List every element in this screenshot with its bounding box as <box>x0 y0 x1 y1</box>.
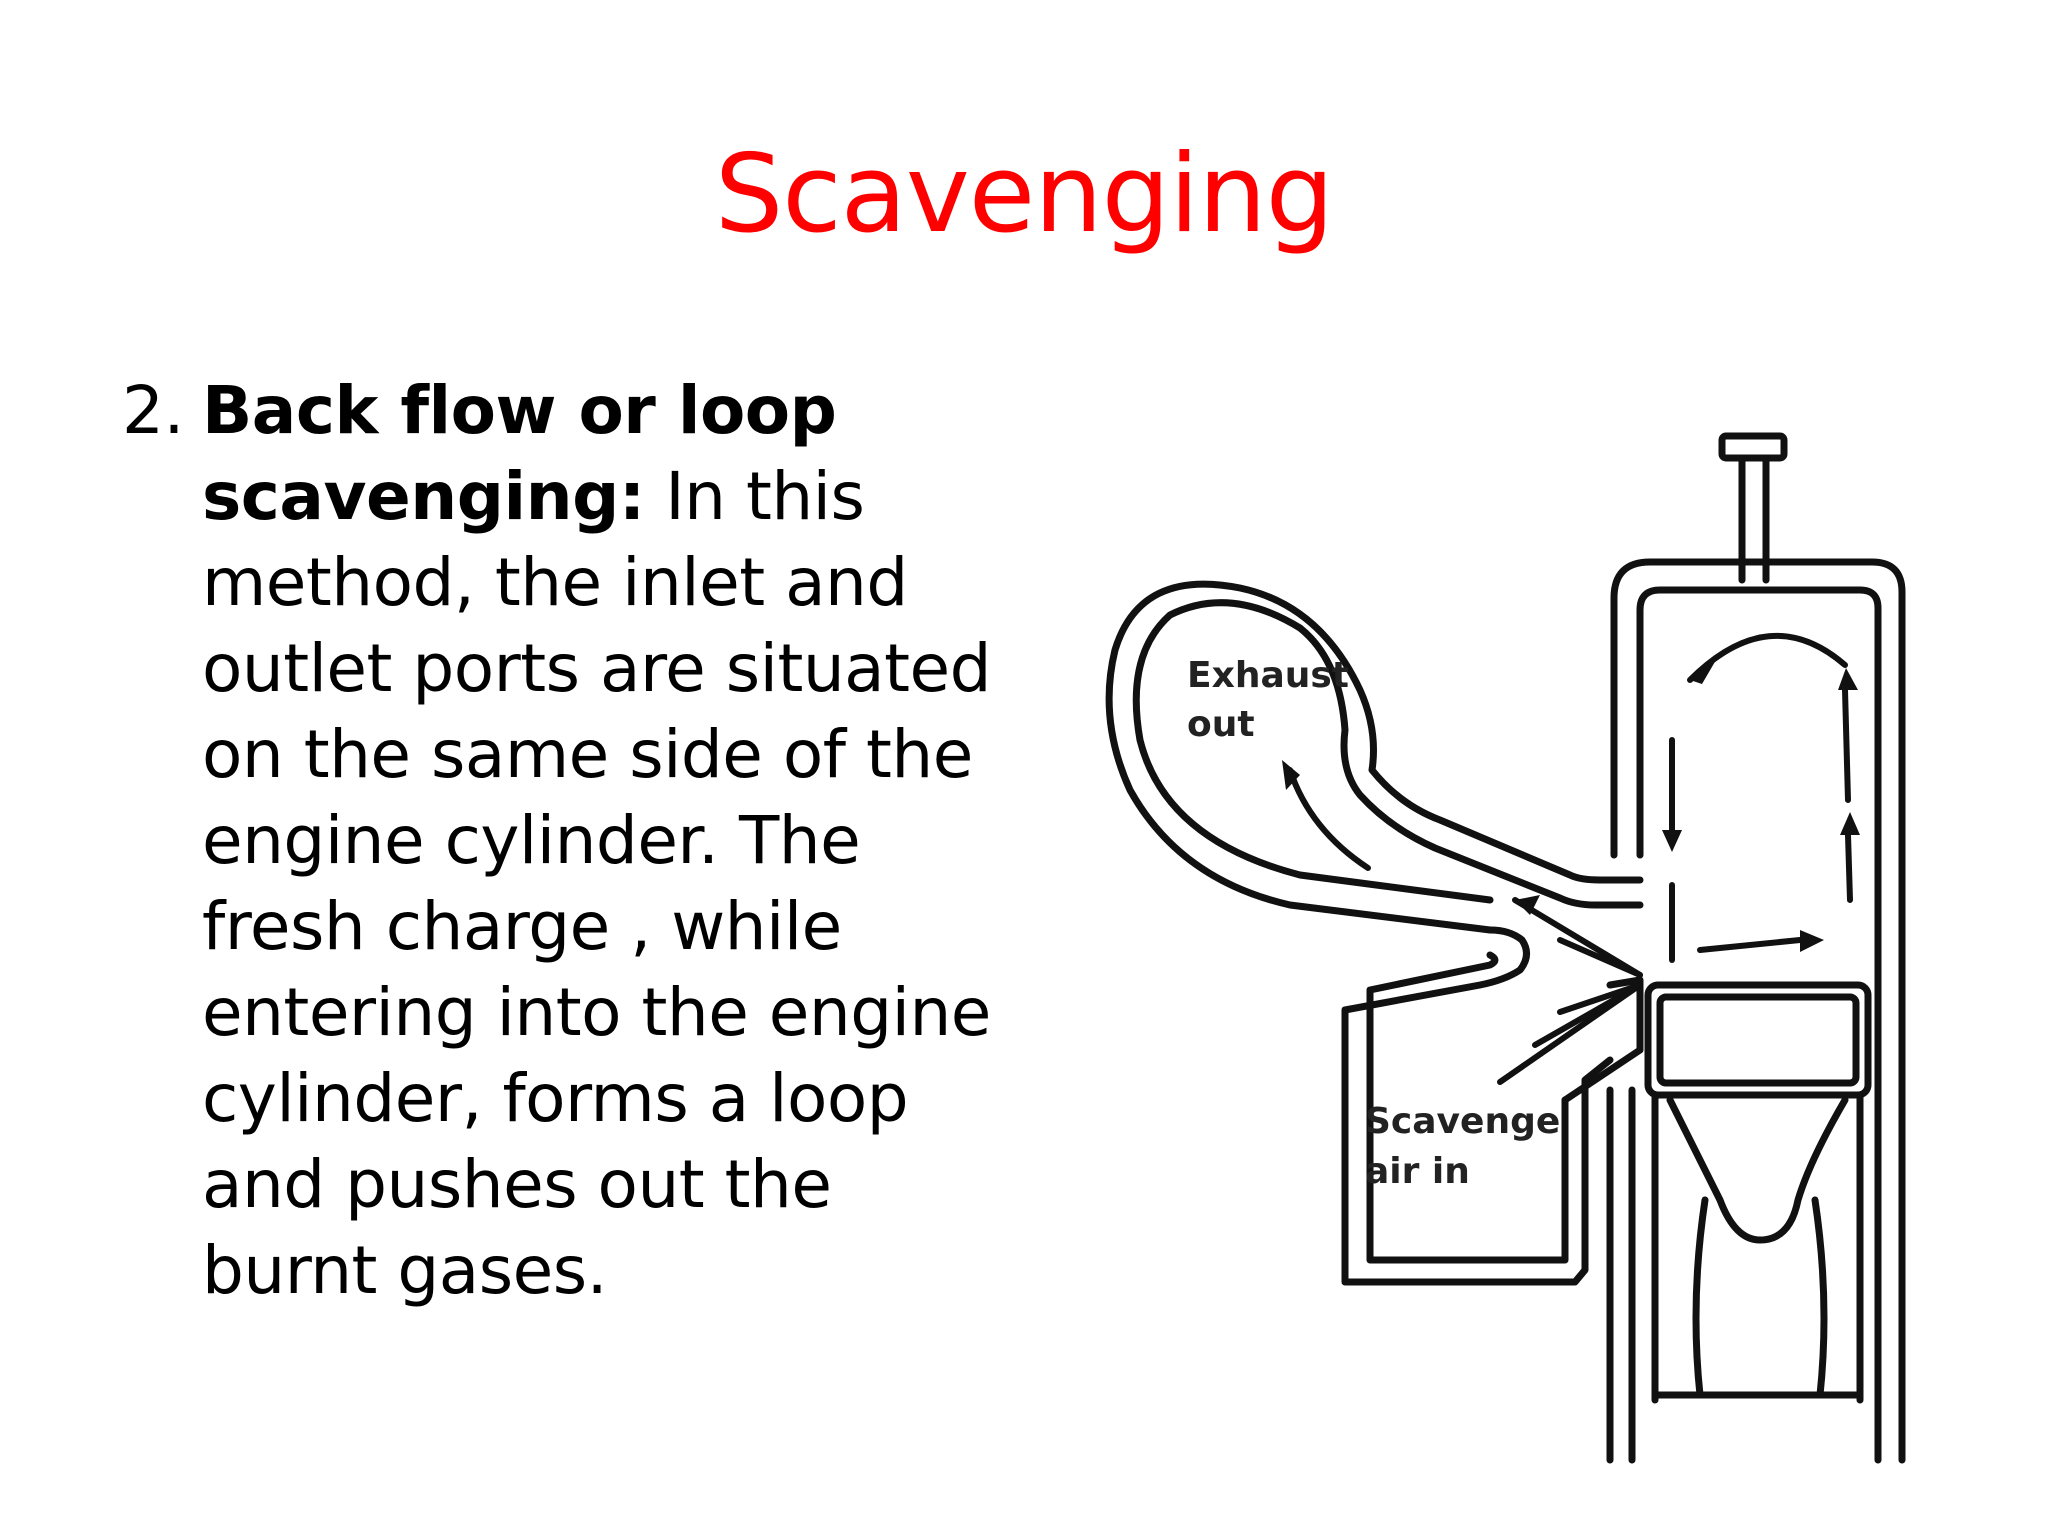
arrowhead-top-left <box>1690 660 1716 684</box>
flow-exhaust-out-curve <box>1287 767 1371 871</box>
slide-title: Scavenging <box>714 132 1335 257</box>
scavenge-label-line2: air in <box>1365 1151 1470 1192</box>
slide-body: 2. Back flow or loop scavenging: In this… <box>122 368 1022 1314</box>
flow-exhaust-1 <box>1512 897 1643 978</box>
flow-arrow-right-mid <box>1845 832 1853 903</box>
loop-scavenging-diagram: Exhaust out Scavenge air in <box>1105 432 1906 1464</box>
list-item: 2. Back flow or loop scavenging: In this… <box>122 368 1022 1314</box>
cylinder-outer-wall <box>1610 558 1906 1464</box>
scavenge-label-line1: Scavenge <box>1365 1101 1560 1142</box>
flow-scavenge-3 <box>1557 982 1643 1015</box>
arrowhead-left-down <box>1662 830 1682 852</box>
exhaust-passage-outer <box>1105 580 1644 934</box>
flow-scavenge-2 <box>1532 982 1643 1048</box>
connecting-rod <box>1666 1096 1849 1244</box>
item-number: 2. <box>122 372 184 449</box>
exhaust-label-line1: Exhaust <box>1187 655 1349 696</box>
flow-arc-top <box>1687 632 1848 683</box>
arrowhead-exhaust-out <box>1282 760 1300 790</box>
item-heading: Back flow or loop scavenging: <box>202 372 837 535</box>
exhaust-passage-inner <box>1132 599 1644 909</box>
scavenge-port-wall <box>1561 976 1644 1104</box>
arrowhead-right-up <box>1838 668 1858 690</box>
flow-exhaust-2 <box>1557 937 1643 978</box>
flow-arrow-horizontal <box>1697 937 1803 953</box>
piston-top <box>1656 993 1860 1087</box>
arrowhead-horizontal <box>1800 930 1824 952</box>
valve-head <box>1718 432 1788 462</box>
exhaust-label-line2: out <box>1187 704 1255 745</box>
arrowhead-right-mid <box>1840 812 1860 835</box>
cylinder-inner-wall <box>1636 586 1882 1464</box>
cylinder-left-liner <box>1606 1086 1636 1464</box>
item-text: In this method, the inlet and outlet por… <box>202 458 992 1309</box>
piston <box>1644 981 1872 1099</box>
arrowhead-exhaust-1 <box>1515 895 1540 915</box>
piston-skirt <box>1651 1091 1864 1404</box>
scavenge-box-inner <box>1366 951 1569 1264</box>
connecting-rod-shank <box>1692 1196 1828 1399</box>
scavenge-box-outer <box>1341 926 1614 1286</box>
flow-arrow-right-up <box>1842 687 1851 803</box>
